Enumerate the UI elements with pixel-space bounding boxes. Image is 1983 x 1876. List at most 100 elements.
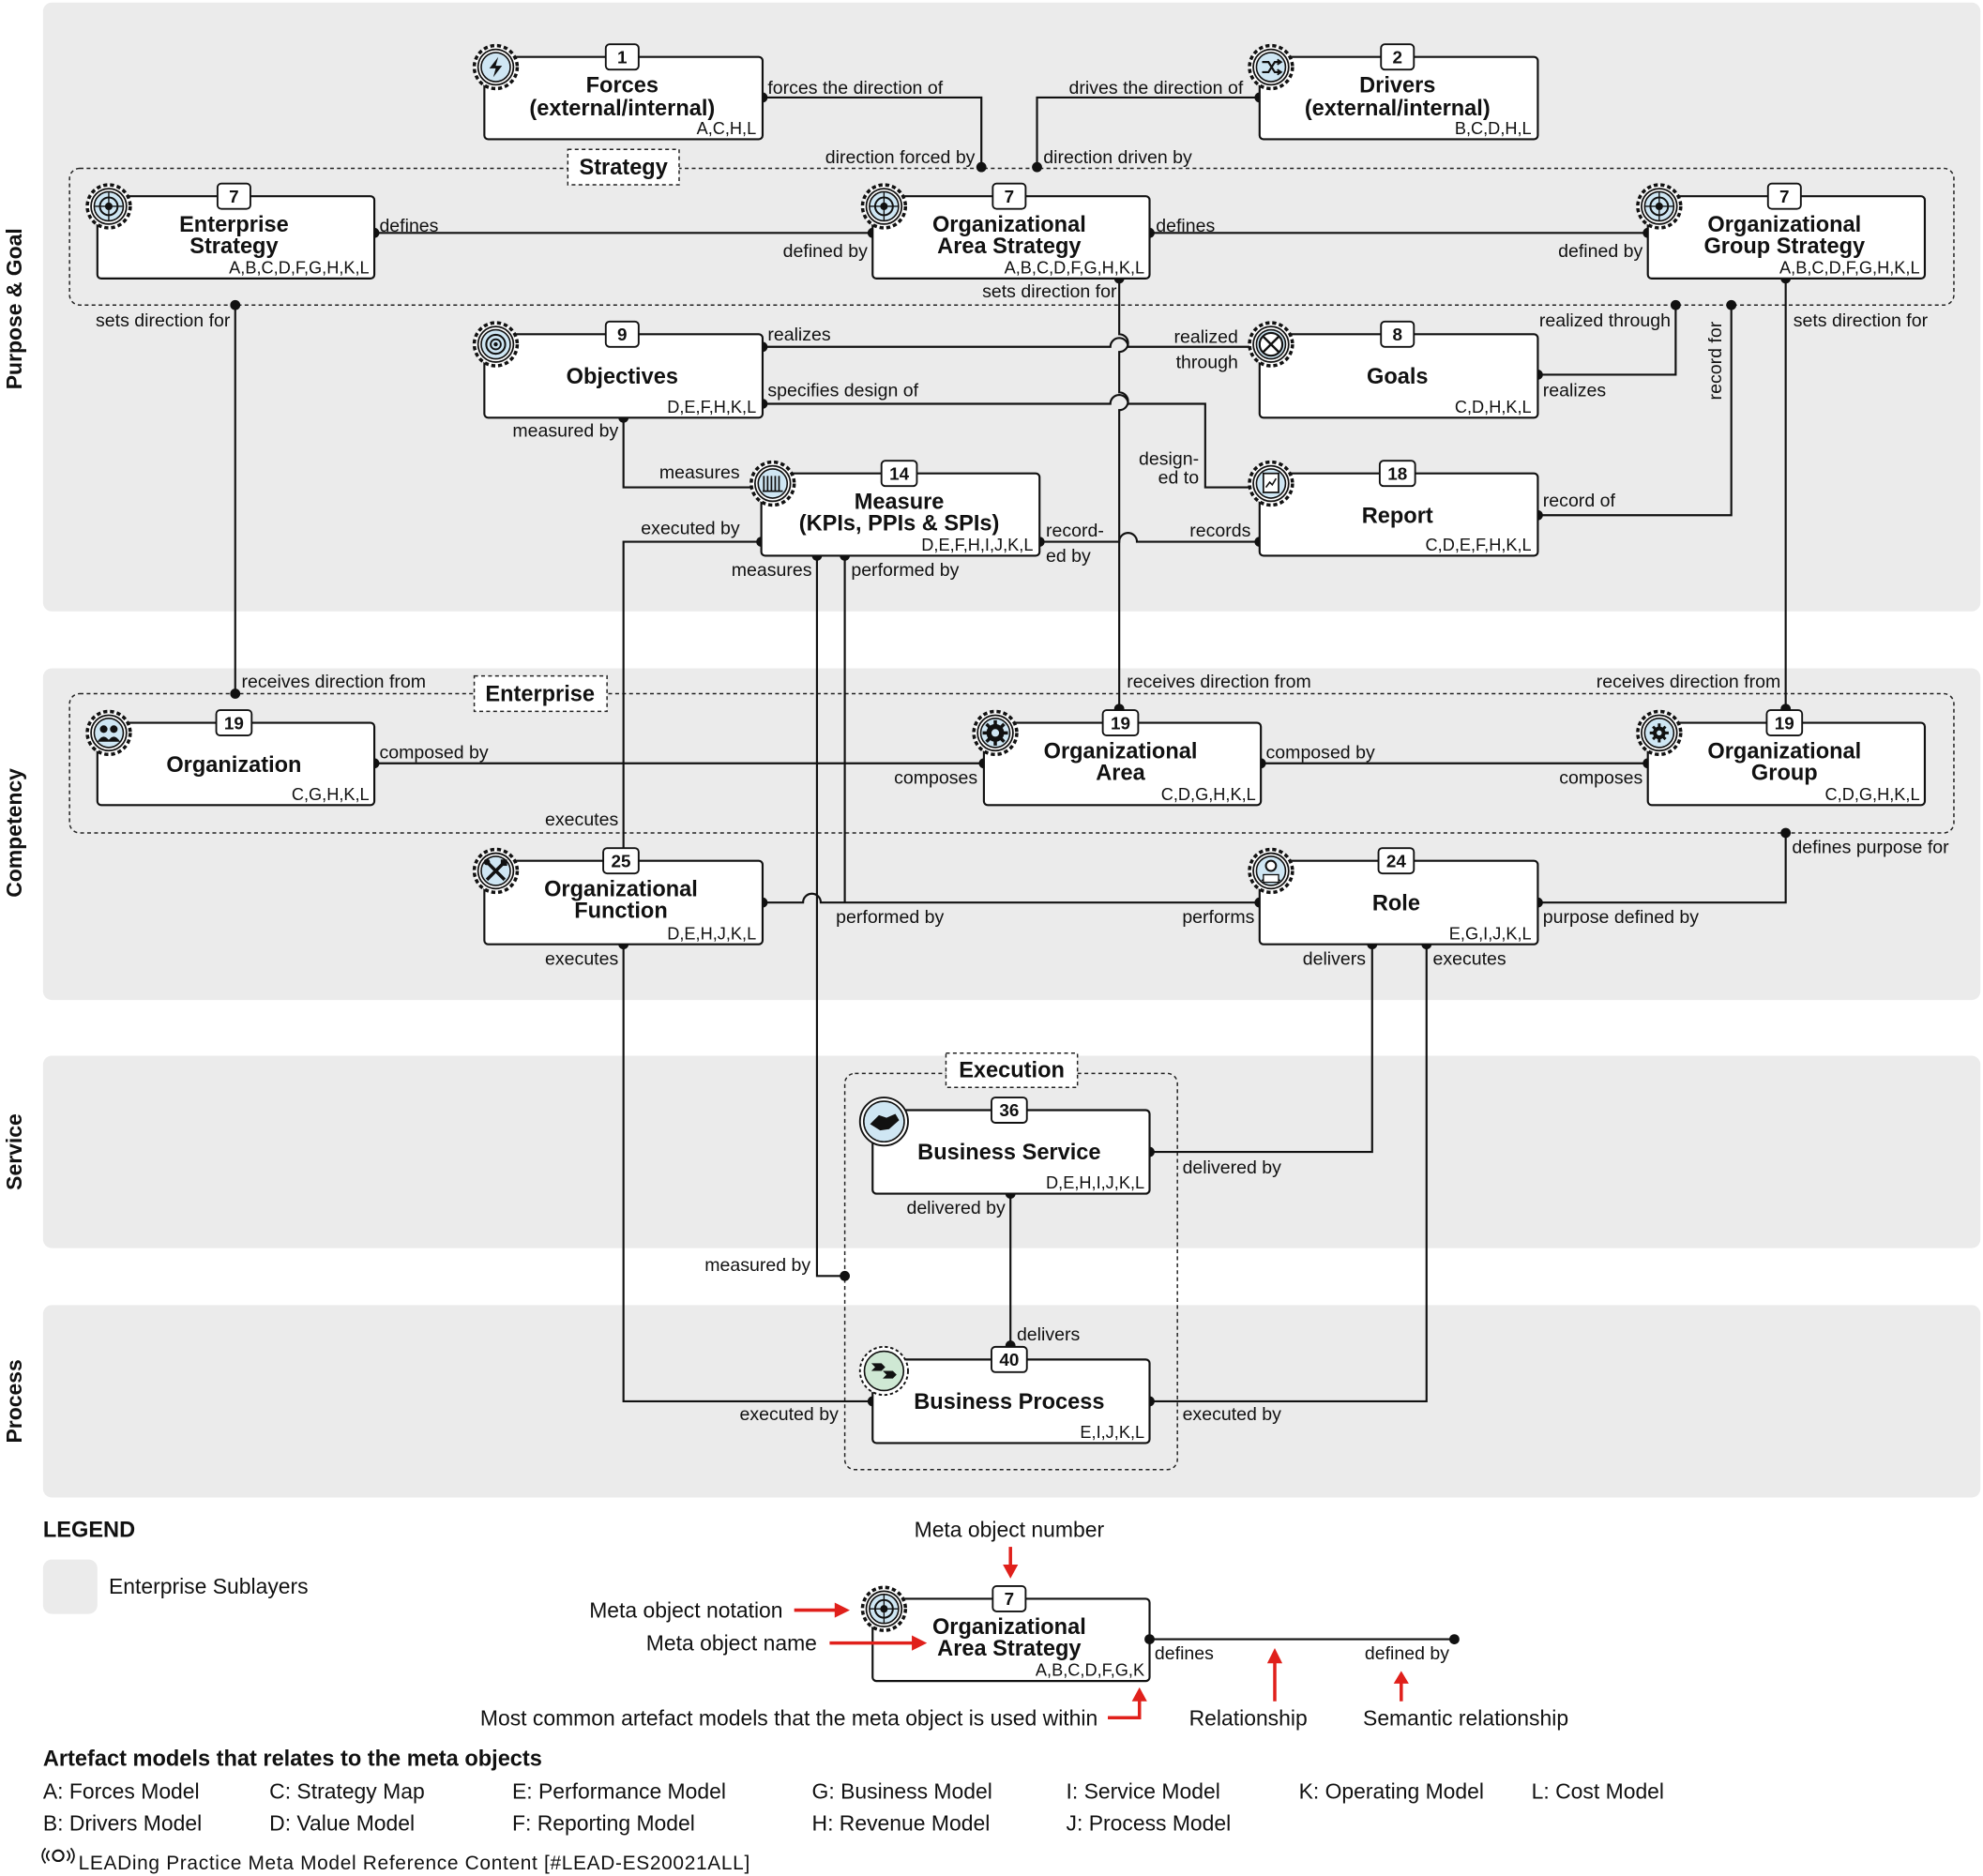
rel-role-delivers: delivers	[1303, 948, 1367, 969]
object-name: Organizational	[1707, 213, 1861, 237]
shuffle-gear-icon	[1248, 43, 1294, 91]
rel-area-receives-direction: receives direction from	[1127, 672, 1311, 692]
rel-direction-forced-by: direction forced by	[825, 147, 976, 168]
object-number: 19	[224, 714, 244, 734]
object-name: Role	[1372, 891, 1420, 915]
object-name-line2: Area Strategy	[937, 234, 1081, 259]
legend-sublayers-label: Enterprise Sublayers	[109, 1574, 309, 1598]
rel-func-executes-bottom: executes	[545, 948, 618, 969]
meta-object-org-area-strategy[interactable]: 7 Organizational Area Strategy A,B,C,D,F…	[871, 182, 1151, 280]
object-name: Forces	[586, 74, 658, 98]
group-strategy	[68, 167, 1955, 306]
legend-model-i: I: Service Model	[1067, 1779, 1220, 1804]
group-label-enterprise: Enterprise	[473, 674, 608, 713]
meta-object-org-area[interactable]: 19 Organizational Area C,D,G,H,K,L	[982, 709, 1263, 807]
object-name-line2: (KPIs, PPIs & SPIs)	[799, 511, 1000, 536]
meta-object-role[interactable]: 24 Role E,G,I,J,K,L	[1258, 847, 1539, 946]
object-name: Organizational	[932, 213, 1086, 237]
object-name: Organizational	[1044, 739, 1198, 764]
legend-relationship: Relationship	[1189, 1705, 1308, 1730]
group-enterprise-text: Enterprise	[485, 683, 595, 707]
object-name: Enterprise	[179, 213, 289, 237]
target-gear-icon	[860, 183, 908, 230]
conn-role-bp	[1149, 944, 1428, 1402]
rel-direction-driven-by: direction driven by	[1043, 147, 1192, 168]
legend-meta-object-notation: Meta object notation	[589, 1598, 782, 1623]
object-name: Drivers	[1359, 74, 1435, 98]
object-number: 7	[1779, 188, 1789, 207]
meta-object-report[interactable]: 18 Report C,D,E,F,H,K,L	[1258, 460, 1539, 557]
rel-bp-executed-by-left: executed by	[739, 1404, 839, 1425]
object-number: 24	[1386, 852, 1406, 871]
bullseye-gear-icon	[472, 321, 520, 368]
object-codes: C,G,H,K,L	[292, 785, 370, 804]
legend-semantic-relationship: Semantic relationship	[1363, 1705, 1568, 1730]
legend-model-j: J: Process Model	[1067, 1810, 1232, 1835]
rel-drives-the-direction-of: drives the direction of	[1069, 78, 1244, 98]
cog-gear-icon	[972, 709, 1019, 757]
object-name-line2: (external/internal)	[1305, 97, 1491, 121]
rel-measured-by: measured by	[704, 1255, 810, 1276]
crossed-circle-gear-icon	[1248, 321, 1294, 368]
meta-object-objectives[interactable]: 9 Objectives D,E,F,H,K,L	[483, 320, 764, 419]
meta-object-forces[interactable]: 1 Forces (external/internal) A,C,H,L	[483, 43, 764, 141]
report-gear-icon	[1248, 460, 1294, 507]
object-name-line2: (external/internal)	[529, 97, 715, 121]
object-codes: C,D,H,K,L	[1455, 398, 1532, 416]
legend-rel-defines: defines	[1155, 1643, 1214, 1664]
conn-func-role	[762, 892, 1260, 904]
object-number: 8	[1393, 325, 1402, 345]
rel-role-performs: performs	[1182, 907, 1254, 928]
conn-func-bp	[622, 944, 873, 1402]
meta-object-org-group[interactable]: 19 Organizational Group C,D,G,H,K,L	[1646, 709, 1927, 807]
rel-ogs-sets-direction-for: sets direction for	[1794, 310, 1929, 331]
meta-object-goals[interactable]: 8 Goals C,D,H,K,L	[1258, 320, 1539, 419]
object-codes: D,E,F,H,K,L	[667, 398, 756, 416]
rel-bs-delivered-by-bottom: delivered by	[906, 1198, 1006, 1218]
rel-oas-sets-direction-for: sets direction for	[982, 281, 1117, 302]
rel-org-receives-direction: receives direction from	[242, 672, 427, 692]
object-name: Objectives	[567, 365, 678, 389]
legend-dot-left	[1144, 1634, 1155, 1645]
object-name: Business Service	[917, 1141, 1100, 1165]
meta-object-org-group-strategy[interactable]: 7 Organizational Group Strategy A,B,C,D,…	[1646, 182, 1927, 280]
group-enterprise	[68, 692, 1955, 834]
object-name: Goals	[1367, 365, 1429, 389]
object-name-line2: Function	[574, 899, 668, 923]
rel-goals-realizes: realizes	[1543, 380, 1607, 401]
rel-record-for: record for	[1705, 321, 1726, 400]
meta-object-drivers[interactable]: 2 Drivers (external/internal) B,C,D,H,L	[1258, 43, 1539, 141]
object-number: 40	[999, 1351, 1019, 1370]
layer-purpose-goal	[42, 2, 1981, 612]
object-name-line2: Area	[1096, 761, 1145, 785]
object-number: 1	[617, 48, 627, 68]
meta-object-org-function[interactable]: 25 Organizational Function D,E,H,J,K,L	[483, 847, 764, 946]
conn-measure-bs	[815, 555, 845, 1278]
conn-forces-oas	[762, 96, 983, 168]
legend-example-number: 7	[1005, 1590, 1014, 1610]
object-name-line2: Strategy	[189, 234, 278, 259]
object-codes: A,B,C,D,F,G,H,K,L	[1779, 258, 1920, 277]
legend-model-h: H: Revenue Model	[812, 1810, 991, 1835]
meta-object-business-service[interactable]: 36 Business Service D,E,H,I,J,K,L	[871, 1097, 1151, 1195]
rel-es-sets-direction-for: sets direction for	[96, 310, 231, 331]
object-name-line2: Group	[1751, 761, 1818, 785]
rel-recorded-by-line2: ed by	[1046, 546, 1091, 567]
object-codes: A,C,H,L	[697, 119, 757, 138]
meta-object-organization[interactable]: 19 Organization C,G,H,K,L	[96, 709, 376, 807]
conn-obj-goals	[762, 337, 1260, 348]
legend-model-a: A: Forces Model	[43, 1779, 200, 1804]
target-gear-icon	[860, 1585, 908, 1632]
legend-model-b: B: Drivers Model	[43, 1810, 202, 1835]
meta-object-measure[interactable]: 14 Measure (KPIs, PPIs & SPIs) D,E,F,H,I…	[760, 460, 1041, 557]
meta-object-business-process[interactable]: 40 Business Process E,I,J,K,L	[871, 1345, 1151, 1445]
object-codes: C,D,E,F,H,K,L	[1426, 536, 1532, 554]
rel-org-composed-by: composed by	[379, 742, 488, 763]
rel-report-records: records	[1189, 521, 1250, 541]
conn-obj-measure	[622, 417, 762, 489]
meta-object-enterprise-strategy[interactable]: 7 Enterprise Strategy A,B,C,D,F,G,H,K,L	[96, 182, 376, 280]
layer-label-service: Service	[2, 1113, 26, 1190]
object-number: 19	[1111, 714, 1130, 734]
legend-model-d: D: Value Model	[269, 1810, 415, 1835]
